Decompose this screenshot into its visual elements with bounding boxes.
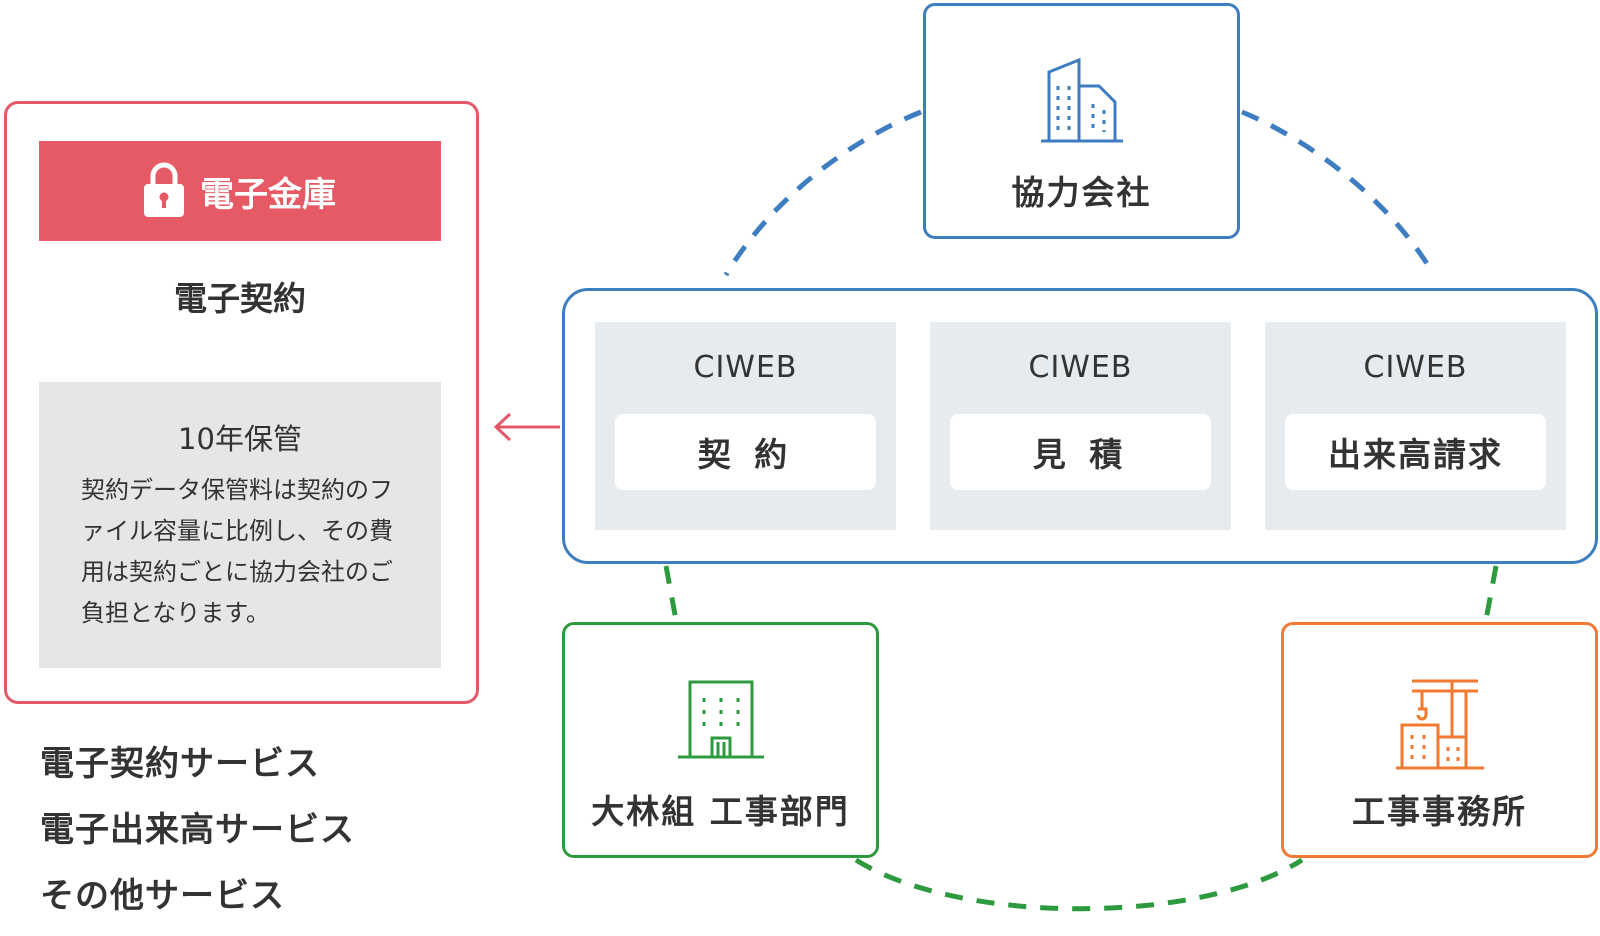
site-office-box: 工事事務所 [1281, 622, 1598, 858]
party-label: 協力会社 [1011, 173, 1152, 212]
module-brand: CIWEB [1363, 350, 1468, 385]
storage-info-box: 10年保管 契約データ保管料は契約のファイル容量に比例し、その費用は契約ごとに協… [39, 382, 441, 668]
building-icon [677, 680, 764, 764]
party-label: 大林組 工事部門 [591, 792, 850, 831]
blue-dashed-connector-left [723, 109, 922, 277]
green-dashed-connector-right [1483, 565, 1499, 621]
module-brand: CIWEB [1028, 350, 1133, 385]
construction-crane-icon [1395, 675, 1484, 775]
contract-label: 電子契約 [174, 279, 306, 318]
green-dashed-connector-bottom [854, 857, 1304, 912]
storage-description: 契約データ保管料は契約のファイル容量に比例し、その費用は契約ごとに協力会社のご負… [81, 476, 393, 627]
module-brand: CIWEB [693, 350, 798, 385]
vault-header: 電子金庫 [39, 141, 441, 241]
service-item: その他サービス [40, 876, 285, 916]
service-item: 電子出来高サービス [40, 810, 355, 850]
storage-arrow [493, 412, 560, 442]
blue-dashed-connector-right [1241, 109, 1437, 277]
vault-title: 電子金庫 [200, 174, 336, 215]
storage-title: 10年保管 [178, 422, 302, 456]
obayashi-department-box: 大林組 工事部門 [562, 622, 879, 858]
office-buildings-icon [1040, 57, 1123, 148]
lock-icon [144, 161, 184, 221]
module-name: 見 積 [950, 414, 1211, 490]
ciweb-module-contract: CIWEB 契 約 [595, 322, 896, 530]
service-list: 電子契約サービス 電子出来高サービス その他サービス [40, 738, 355, 936]
ciweb-module-billing: CIWEB 出来高請求 [1265, 322, 1566, 530]
service-item: 電子契約サービス [40, 744, 320, 784]
partner-company-box: 協力会社 [923, 3, 1240, 239]
module-name: 契 約 [615, 414, 876, 490]
ciweb-module-estimate: CIWEB 見 積 [930, 322, 1231, 530]
green-dashed-connector-top [663, 565, 679, 621]
party-label: 工事事務所 [1352, 792, 1527, 831]
module-name: 出来高請求 [1285, 414, 1546, 490]
